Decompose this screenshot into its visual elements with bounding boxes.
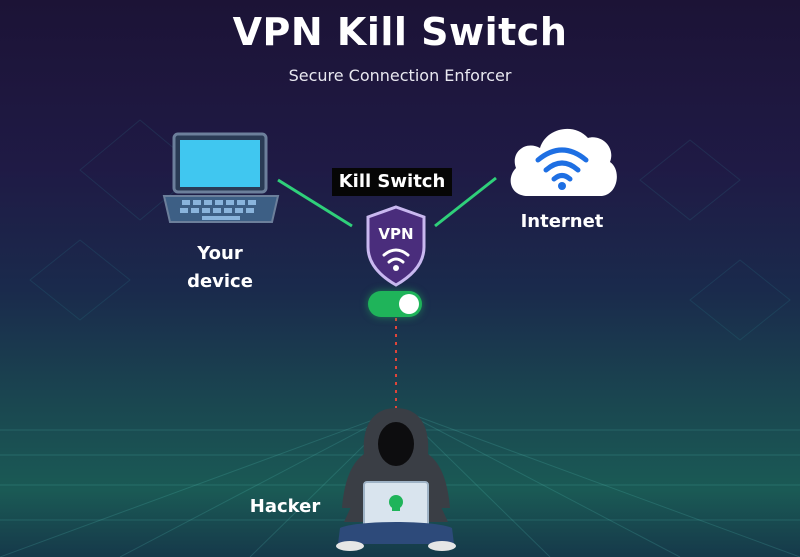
device-label: Your device [170, 240, 270, 296]
hacker-label: Hacker [249, 496, 321, 517]
toggle-knob [399, 294, 419, 314]
kill-switch-toggle[interactable] [368, 291, 422, 317]
internet-label: Internet [520, 211, 604, 232]
cloud-wifi-icon [510, 128, 617, 196]
laptop-icon [162, 132, 280, 223]
device-label-line2: device [187, 271, 253, 292]
vpn-badge-text: VPN [378, 225, 413, 243]
page-title: VPN Kill Switch [232, 10, 568, 54]
vpn-shield-icon: VPN [366, 205, 426, 287]
device-label-line1: Your [197, 243, 243, 264]
page-subtitle: Secure Connection Enforcer [288, 66, 512, 85]
kill-switch-label: Kill Switch [332, 168, 452, 196]
hacker-icon [336, 408, 456, 551]
